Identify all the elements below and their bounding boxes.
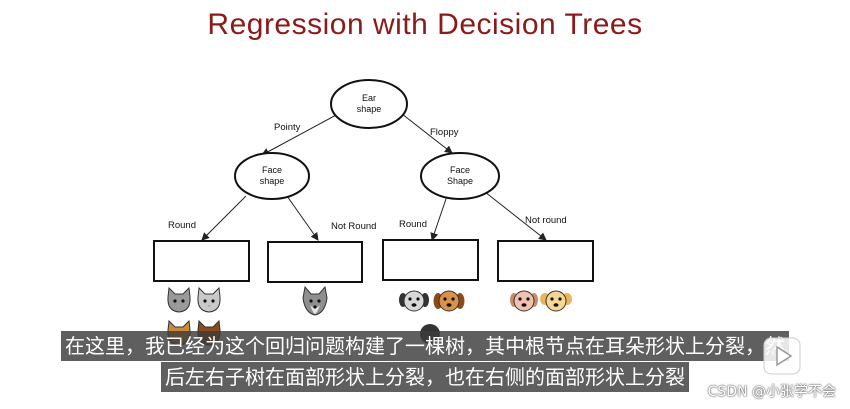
leaf-box-4 (497, 240, 594, 282)
play-icon[interactable] (762, 336, 802, 376)
edge-left-round (201, 195, 247, 241)
left-node-label-2: shape (260, 176, 285, 186)
leaf-box-2 (267, 241, 363, 283)
edge-label-right-not-round: Not round (525, 215, 567, 226)
edge-root-right (401, 113, 453, 154)
edge-label-left-not-round: Not Round (331, 221, 376, 232)
edge-label-right-round: Round (399, 219, 427, 230)
root-node-label-2: shape (357, 104, 382, 114)
page-title: Regression with Decision Trees (207, 8, 643, 41)
subtitle-line-1: 在这里，我已经为这个回归问题构建了一棵树，其中根节点在耳朵形状上分裂，然 (0, 331, 850, 361)
edge-root-left (261, 113, 339, 156)
subtitle-text-2: 后左右子树在面部形状上分裂，也在右侧的面部形状上分裂 (161, 362, 689, 392)
dog-icon (510, 290, 538, 312)
right-node: Face Shape (420, 152, 500, 200)
subtitle-line-2: 后左右子树在面部形状上分裂，也在右侧的面部形状上分裂 (0, 362, 850, 392)
watermark: CSDN @小张学不会 (707, 384, 836, 400)
root-node-label-1: Ear (362, 93, 376, 103)
edge-right-not-round (484, 191, 547, 241)
right-node-label-1: Face (450, 165, 470, 175)
dog-icon (540, 290, 572, 312)
leaf-box-1 (153, 240, 250, 282)
wolf-icon (302, 285, 328, 316)
edge-label-left-round: Round (168, 220, 196, 231)
left-node: Face shape (234, 152, 310, 200)
subtitle-text-1: 在这里，我已经为这个回归问题构建了一棵树，其中根节点在耳朵形状上分裂，然 (61, 331, 789, 361)
edge-label-pointy: Pointy (274, 122, 301, 133)
edge-label-floppy: Floppy (430, 127, 459, 138)
cat-icon (167, 286, 191, 313)
cat-icon (197, 286, 221, 313)
dog-icon (399, 290, 429, 312)
edge-right-round (430, 195, 448, 241)
left-node-label-1: Face (262, 165, 282, 175)
dog-icon (433, 290, 465, 312)
leaf-box-3 (382, 239, 479, 281)
edge-left-not-round (286, 195, 319, 241)
right-node-label-2: Shape (447, 176, 473, 186)
root-node: Ear shape (330, 79, 408, 129)
